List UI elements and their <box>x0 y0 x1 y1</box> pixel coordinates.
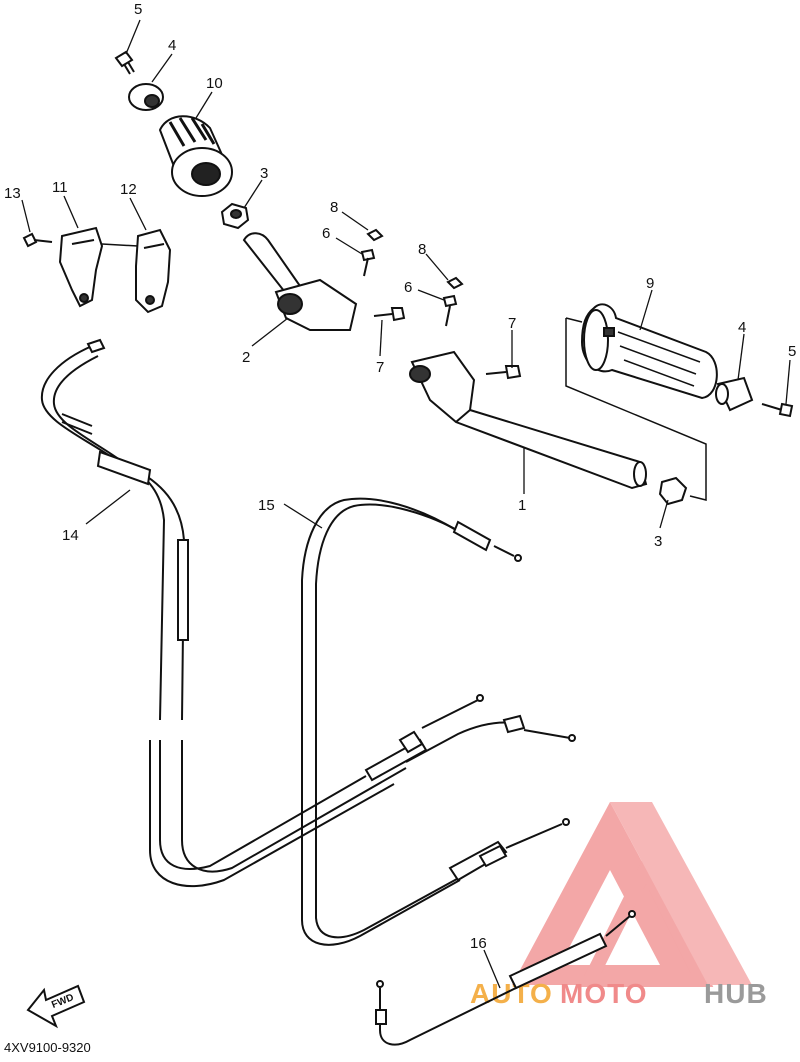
end-weight-4-right <box>715 376 754 412</box>
screw-8-b <box>446 276 464 290</box>
callout-4-top: 4 <box>168 37 176 54</box>
switch-housing-12 <box>135 228 172 314</box>
screw-6-b <box>442 294 458 327</box>
callout-16: 16 <box>470 935 487 952</box>
callout-12: 12 <box>120 181 137 198</box>
callout-8-a: 8 <box>330 199 338 216</box>
callout-3-top: 3 <box>260 165 268 182</box>
callout-14: 14 <box>62 527 79 544</box>
screw-13 <box>22 232 53 248</box>
callout-10: 10 <box>206 75 223 92</box>
fwd-arrow-icon <box>26 984 86 1029</box>
callout-8-b: 8 <box>418 241 426 258</box>
callout-2: 2 <box>242 349 250 366</box>
collar-3-top <box>220 202 250 230</box>
callout-7-b: 7 <box>508 315 516 332</box>
callout-4-right: 4 <box>738 319 746 336</box>
watermark-logo <box>512 802 752 987</box>
screw-5-top <box>114 50 135 75</box>
callout-11: 11 <box>52 179 68 196</box>
collar-3-right <box>658 476 688 506</box>
throttle-grip-10 <box>158 115 233 197</box>
end-weight-4-top <box>128 83 164 111</box>
callout-5-top: 5 <box>134 1 142 18</box>
watermark-word-hub: HUB <box>704 978 768 1009</box>
handlebar-1 <box>409 350 648 490</box>
cable-15 <box>301 497 570 946</box>
switch-housing-11 <box>58 226 104 308</box>
cable-16 <box>375 910 636 1046</box>
callout-1: 1 <box>518 497 526 514</box>
watermark-word-moto: MOTO <box>560 978 647 1009</box>
callout-15: 15 <box>258 497 275 514</box>
callout-5-right: 5 <box>788 343 796 360</box>
callout-13: 13 <box>4 185 21 202</box>
grip-9 <box>580 303 718 400</box>
callout-3-right: 3 <box>654 533 662 550</box>
callout-9: 9 <box>646 275 654 292</box>
callout-7-a: 7 <box>376 359 384 376</box>
part-code: 4XV9100-9320 <box>4 1040 91 1055</box>
callout-6-a: 6 <box>322 225 330 242</box>
screw-5-right <box>761 402 794 418</box>
callout-6-b: 6 <box>404 279 412 296</box>
throttle-housing-2 <box>242 232 358 331</box>
leader-lines <box>21 19 791 989</box>
screw-7-a <box>373 307 406 322</box>
throttle-cables-14 <box>40 338 576 888</box>
assembly-bracket <box>565 318 707 501</box>
screw-8-a <box>366 228 384 242</box>
screw-6-a <box>360 248 376 277</box>
screw-7-b <box>485 365 522 380</box>
